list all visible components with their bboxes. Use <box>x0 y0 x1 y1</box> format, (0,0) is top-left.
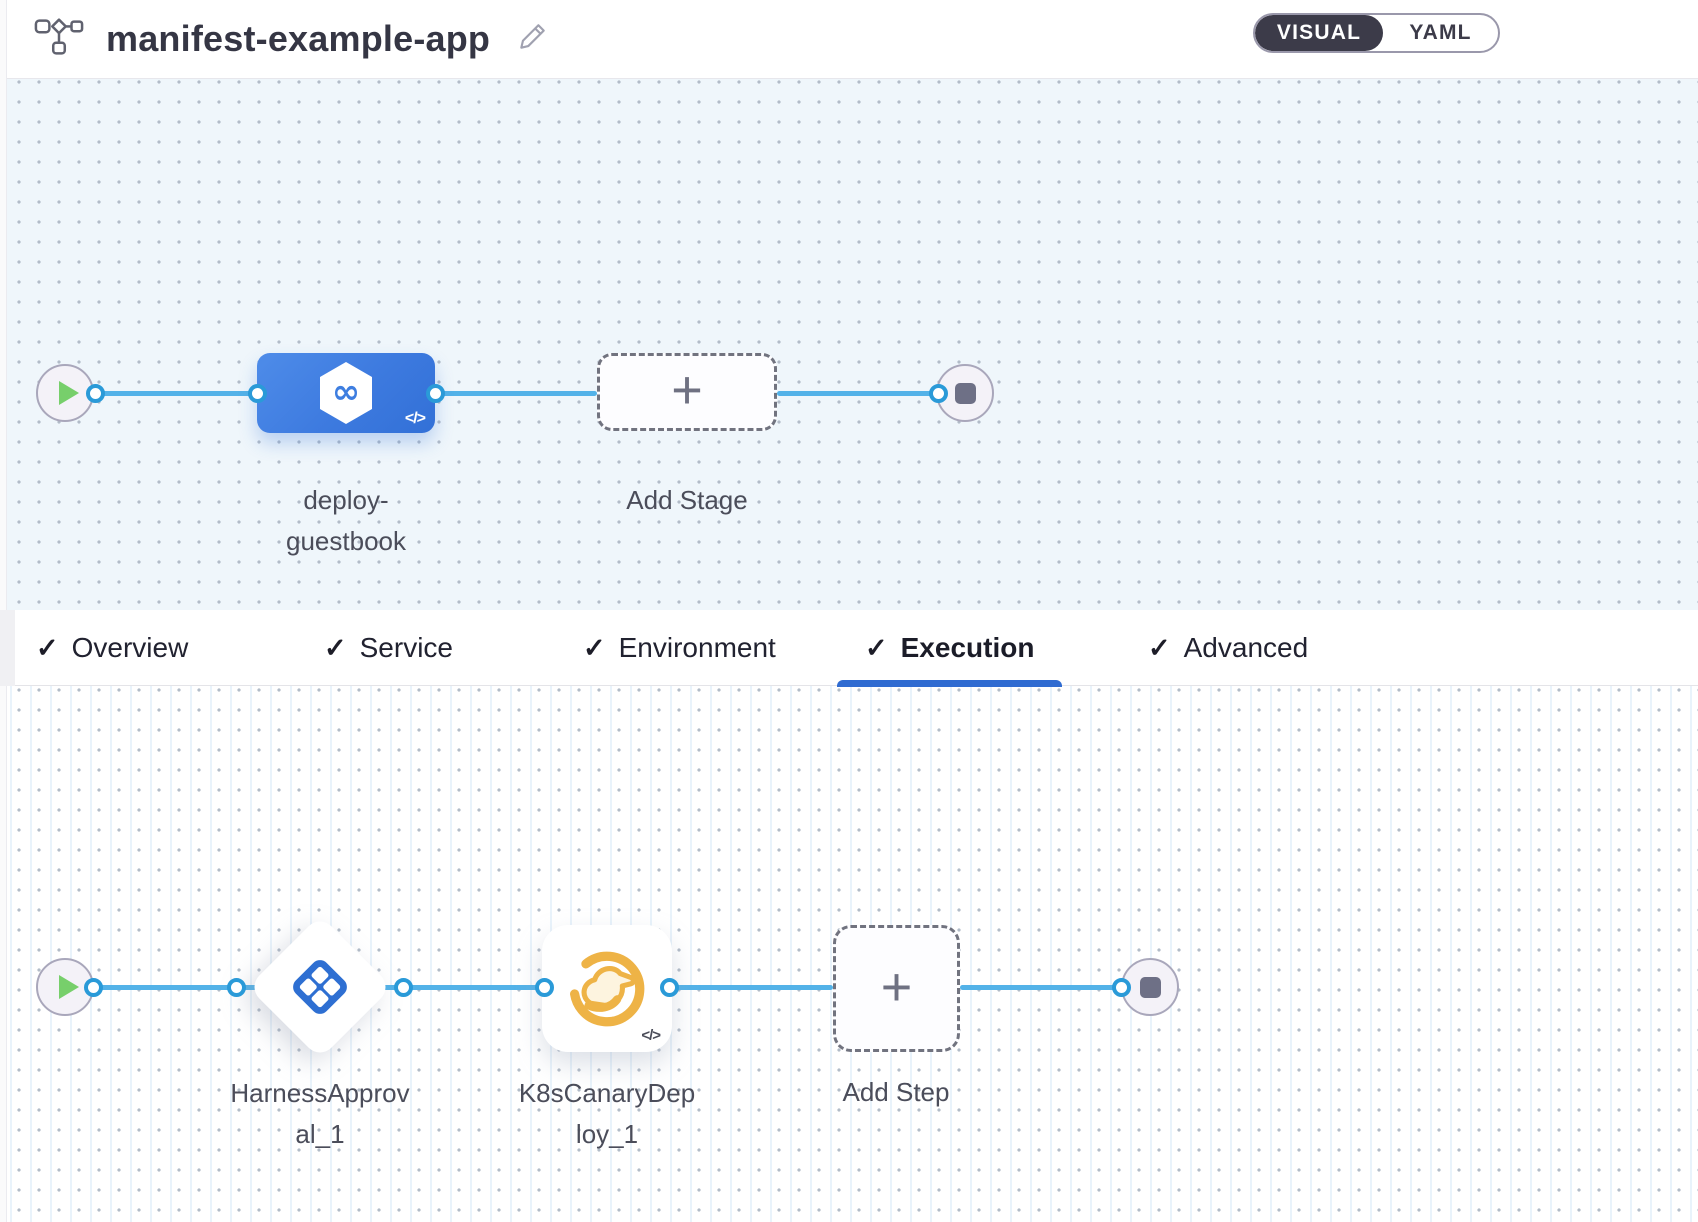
connector-dot <box>426 384 445 403</box>
connector-line <box>95 391 257 396</box>
svg-text:∞: ∞ <box>332 372 360 412</box>
pipeline-icon <box>34 17 84 62</box>
step-node-harness-approval[interactable] <box>247 914 393 1060</box>
canary-deploy-icon <box>569 951 645 1026</box>
step-name-label[interactable]: HarnessApproval_1 <box>230 1078 410 1149</box>
play-icon <box>58 975 79 999</box>
tab-overview[interactable]: ✓ Overview <box>8 610 216 686</box>
connector-line <box>960 985 1122 990</box>
add-step-label[interactable]: Add Step <box>842 1077 950 1107</box>
connector-dot <box>86 384 105 403</box>
connector-line <box>670 985 833 990</box>
tab-service[interactable]: ✓ Service <box>296 610 481 686</box>
execution-canvas: </> + HarnessApproval_1 K8sCanaryDeploy_… <box>0 686 1698 1222</box>
connector-dot <box>227 978 246 997</box>
check-icon: ✓ <box>583 632 606 663</box>
play-icon <box>58 381 79 405</box>
edit-pipeline-name-icon[interactable] <box>516 21 548 58</box>
header: manifest-example-app VISUAL YAML <box>0 0 1698 79</box>
cd-stage-icon: ∞ <box>320 362 372 424</box>
add-stage-label[interactable]: Add Stage <box>626 485 748 515</box>
connector-line <box>435 391 597 396</box>
connector-line <box>404 985 545 990</box>
connector-dot <box>1112 978 1131 997</box>
pipeline-end-node <box>936 364 994 422</box>
pipeline-start-node <box>36 364 94 422</box>
tab-label: Execution <box>900 632 1035 663</box>
tab-advanced[interactable]: ✓ Advanced <box>1120 610 1336 686</box>
check-icon: ✓ <box>865 632 888 663</box>
stop-icon <box>1139 976 1161 998</box>
tab-execution[interactable]: ✓ Execution <box>837 610 1063 687</box>
tab-label: Service <box>359 632 453 663</box>
connector-line <box>94 985 237 990</box>
connector-dot <box>394 978 413 997</box>
connector-dot <box>84 978 103 997</box>
stage-node-deploy-guestbook[interactable]: ∞ </> <box>257 353 435 433</box>
check-icon: ✓ <box>36 632 59 663</box>
tabbar-left-edge <box>0 610 15 686</box>
tab-label: Environment <box>618 632 776 663</box>
step-name-label[interactable]: K8sCanaryDeploy_1 <box>518 1078 696 1149</box>
stage-name-label[interactable]: deploy-guestbook <box>286 485 406 556</box>
harness-approval-icon <box>293 960 347 1014</box>
plus-icon: + <box>880 956 913 1017</box>
add-stage-button[interactable]: + <box>597 353 777 431</box>
connector-dot <box>660 978 679 997</box>
check-icon: ✓ <box>324 632 347 663</box>
connector-dot <box>929 384 948 403</box>
connector-dot <box>248 384 267 403</box>
stage-config-tabs: ✓ Overview ✓ Service ✓ Environment ✓ Exe… <box>0 610 1698 687</box>
step-code-icon[interactable]: </> <box>641 1027 661 1044</box>
step-node-k8s-canary-deploy[interactable]: </> <box>542 925 672 1052</box>
plus-icon: + <box>671 360 703 420</box>
connector-dot <box>535 978 554 997</box>
tab-label: Advanced <box>1183 632 1309 663</box>
pipeline-title: manifest-example-app <box>106 18 491 59</box>
toggle-yaml-button[interactable]: YAML <box>1409 21 1472 44</box>
tab-environment[interactable]: ✓ Environment <box>555 610 804 686</box>
toggle-visual-button[interactable]: VISUAL <box>1255 15 1383 51</box>
visual-yaml-toggle: VISUAL YAML <box>1253 13 1500 53</box>
check-icon: ✓ <box>1148 632 1171 663</box>
connector-line <box>777 391 938 396</box>
stop-icon <box>954 382 976 404</box>
stage-code-icon[interactable]: </> <box>404 410 426 427</box>
add-step-button[interactable]: + <box>833 925 960 1052</box>
stage-canvas: ∞ </> + deploy-guestbook Add Stage <box>0 78 1698 610</box>
tab-label: Overview <box>71 632 189 663</box>
